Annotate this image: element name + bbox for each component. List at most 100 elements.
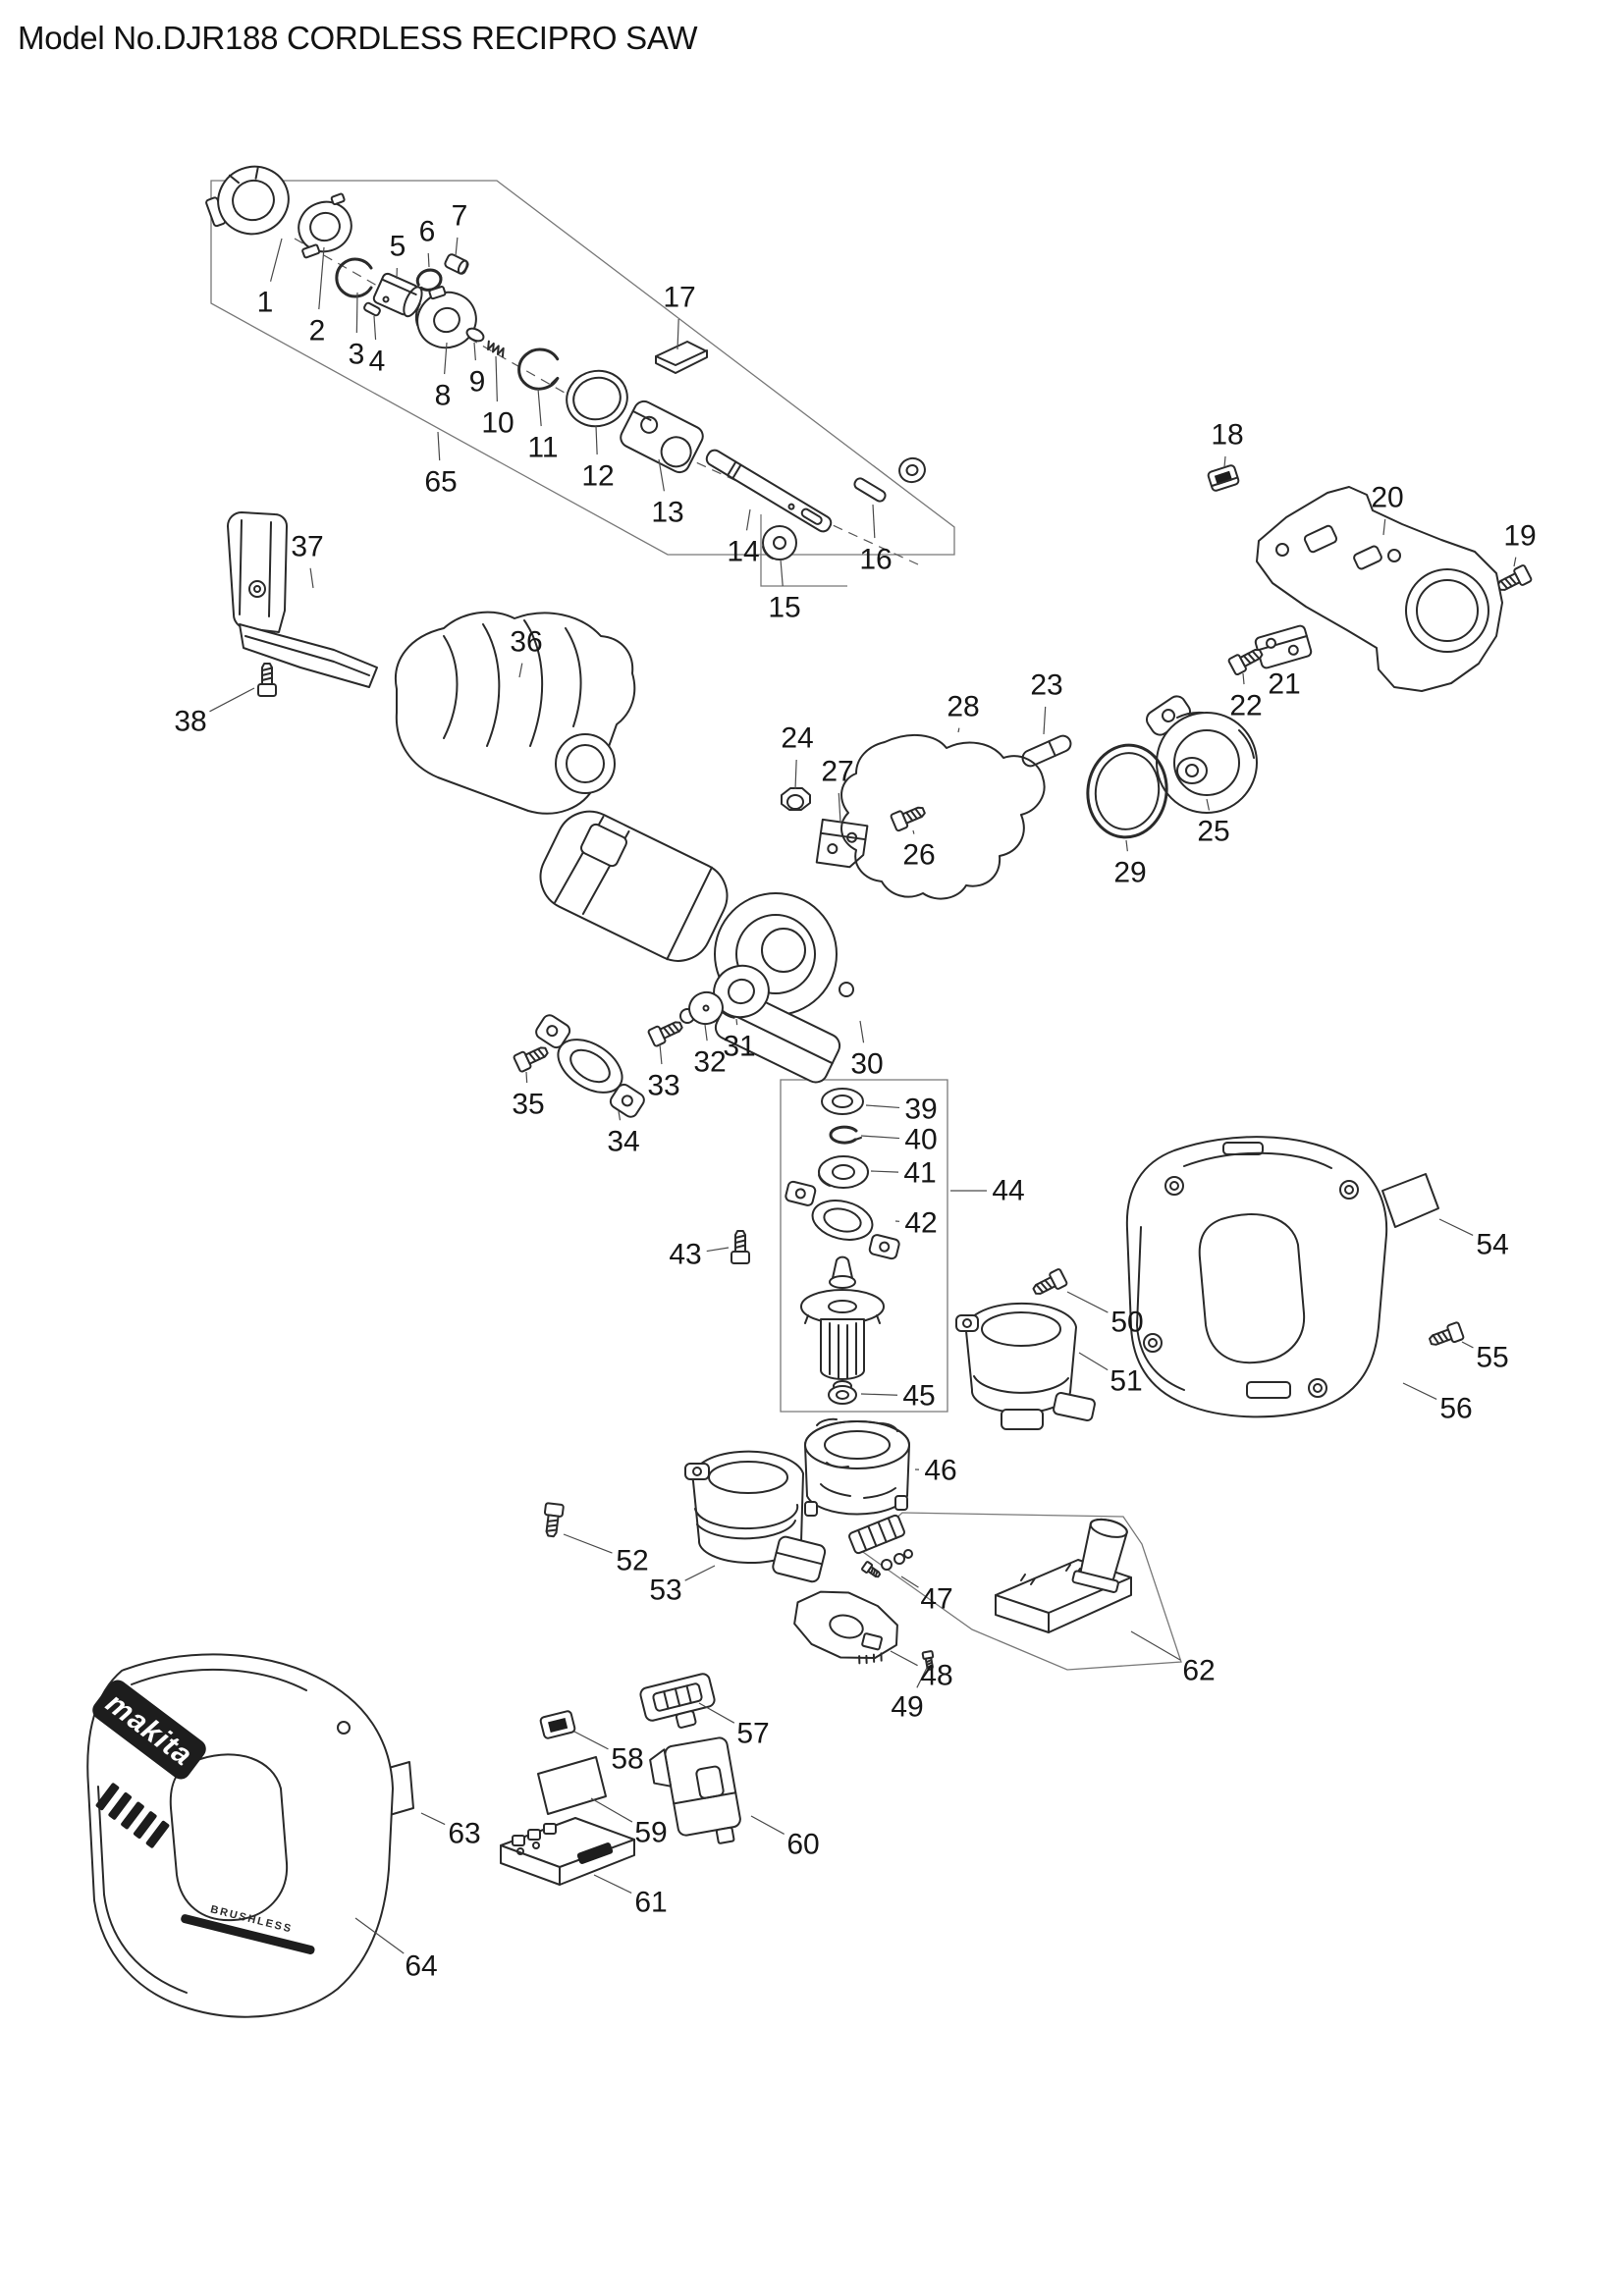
armature-drawing bbox=[801, 1257, 884, 1391]
part-drawings: makita BRUSHLESS bbox=[87, 157, 1534, 2017]
part-label-49: 49 bbox=[891, 1691, 923, 1724]
part-label-30: 30 bbox=[850, 1048, 883, 1081]
part-8-drawing bbox=[408, 279, 483, 355]
part-label-37: 37 bbox=[291, 531, 323, 563]
part-38-drawing bbox=[257, 663, 277, 697]
leader-11 bbox=[538, 389, 541, 426]
part-47-drawing bbox=[848, 1515, 912, 1580]
leader-58 bbox=[574, 1732, 608, 1749]
part-label-20: 20 bbox=[1371, 482, 1403, 514]
leader-43 bbox=[707, 1248, 729, 1252]
leader-57 bbox=[699, 1703, 734, 1723]
part-label-39: 39 bbox=[904, 1094, 937, 1126]
part-label-54: 54 bbox=[1476, 1229, 1508, 1261]
leader-19 bbox=[1514, 558, 1516, 566]
part-label-1: 1 bbox=[257, 287, 274, 319]
leader-2 bbox=[319, 247, 324, 309]
leader-49 bbox=[917, 1668, 927, 1687]
leader-52 bbox=[564, 1534, 612, 1553]
leader-59 bbox=[591, 1798, 632, 1822]
part-21-drawing bbox=[1255, 624, 1313, 668]
part-label-19: 19 bbox=[1503, 520, 1536, 553]
part-label-16: 16 bbox=[859, 544, 892, 576]
part-label-46: 46 bbox=[924, 1455, 956, 1487]
bracket-line-14 bbox=[761, 514, 847, 586]
part-36-drawing bbox=[396, 613, 634, 814]
leader-20 bbox=[1383, 519, 1385, 535]
part-4-drawing bbox=[363, 302, 381, 317]
part-64-drawing: makita BRUSHLESS bbox=[87, 1654, 393, 2016]
part-50-drawing bbox=[1029, 1267, 1069, 1301]
part-label-2: 2 bbox=[309, 315, 326, 347]
part-label-52: 52 bbox=[616, 1545, 648, 1577]
part-label-63: 63 bbox=[448, 1818, 480, 1850]
part-label-64: 64 bbox=[405, 1950, 437, 1983]
leader-4 bbox=[374, 316, 376, 340]
leader-28 bbox=[958, 728, 959, 732]
part-label-50: 50 bbox=[1110, 1307, 1143, 1339]
part-label-60: 60 bbox=[786, 1829, 819, 1861]
part-15-drawing bbox=[763, 526, 796, 560]
part-label-42: 42 bbox=[904, 1207, 937, 1240]
leader-53 bbox=[685, 1566, 715, 1580]
part-59-drawing bbox=[538, 1757, 606, 1814]
part-51-drawing bbox=[956, 1304, 1096, 1429]
leader-35 bbox=[526, 1072, 527, 1083]
part-label-29: 29 bbox=[1113, 857, 1146, 889]
leader-32 bbox=[705, 1025, 707, 1041]
leader-33 bbox=[660, 1044, 662, 1064]
part-label-26: 26 bbox=[902, 839, 935, 872]
part-label-23: 23 bbox=[1030, 669, 1062, 702]
part-label-13: 13 bbox=[651, 497, 683, 529]
leader-62 bbox=[1131, 1631, 1180, 1660]
part-label-36: 36 bbox=[510, 626, 542, 659]
leader-26 bbox=[913, 830, 914, 834]
part-55-drawing bbox=[1426, 1320, 1466, 1351]
part-label-65: 65 bbox=[424, 466, 457, 499]
subassembly-box-65 bbox=[211, 181, 954, 555]
part-label-47: 47 bbox=[920, 1583, 952, 1616]
part-label-21: 21 bbox=[1268, 668, 1300, 701]
part-57-drawing bbox=[639, 1673, 719, 1735]
part-label-55: 55 bbox=[1476, 1342, 1508, 1374]
leader-37 bbox=[310, 568, 313, 588]
part-40-drawing bbox=[831, 1127, 861, 1143]
leader-34 bbox=[619, 1111, 620, 1120]
part-23-drawing bbox=[1020, 733, 1073, 769]
part-42-drawing bbox=[778, 1181, 908, 1259]
part-label-22: 22 bbox=[1229, 690, 1262, 722]
part-label-34: 34 bbox=[607, 1126, 639, 1158]
part-label-3: 3 bbox=[349, 339, 365, 371]
part-label-14: 14 bbox=[727, 536, 759, 568]
leader-55 bbox=[1462, 1342, 1473, 1348]
leader-56 bbox=[1403, 1383, 1436, 1399]
part-label-24: 24 bbox=[781, 722, 813, 755]
part-54-drawing bbox=[1382, 1174, 1438, 1227]
part-label-28: 28 bbox=[947, 691, 979, 723]
leader-30 bbox=[860, 1021, 864, 1042]
part-label-9: 9 bbox=[469, 366, 486, 399]
part-52-drawing bbox=[541, 1502, 566, 1538]
part-31-drawing bbox=[708, 960, 775, 1024]
leader-18 bbox=[1224, 456, 1225, 467]
part-7-drawing bbox=[444, 253, 469, 275]
part-25-drawing bbox=[1143, 693, 1257, 813]
leader-65 bbox=[438, 432, 440, 460]
part-label-53: 53 bbox=[649, 1575, 681, 1607]
part-label-44: 44 bbox=[992, 1175, 1024, 1207]
part-label-45: 45 bbox=[902, 1380, 935, 1413]
leader-47 bbox=[901, 1576, 918, 1587]
leader-36 bbox=[519, 664, 522, 677]
leader-1 bbox=[271, 239, 282, 282]
part-2-drawing bbox=[289, 193, 359, 260]
part-label-61: 61 bbox=[634, 1887, 667, 1919]
leader-48 bbox=[891, 1651, 918, 1666]
leader-25 bbox=[1207, 799, 1209, 810]
part-5-drawing bbox=[372, 272, 425, 319]
leader-45 bbox=[861, 1394, 897, 1395]
part-29-drawing bbox=[1082, 740, 1172, 842]
part-46-drawing bbox=[805, 1419, 909, 1516]
leader-31 bbox=[736, 1019, 737, 1025]
part-label-15: 15 bbox=[768, 592, 800, 624]
